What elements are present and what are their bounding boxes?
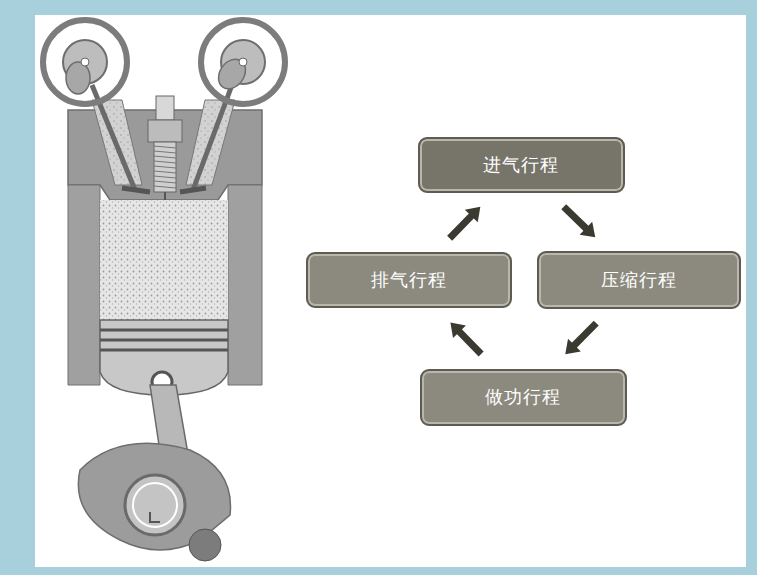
process-box: 做功行程: [420, 369, 627, 426]
stroke-label: 压缩行程: [601, 268, 677, 292]
stroke-label: 进气行程: [483, 153, 559, 177]
stroke-label: 做功行程: [485, 385, 561, 409]
cycle-arrow: [564, 207, 596, 238]
cycle-arrow: [450, 322, 481, 354]
process-box: 压缩行程: [537, 251, 741, 309]
process-box: 进气行程: [418, 137, 625, 193]
cycle-arrow: [450, 207, 481, 239]
stroke-label: 排气行程: [371, 268, 447, 292]
cycle-arrow: [565, 323, 596, 354]
process-box: 排气行程: [306, 252, 512, 308]
